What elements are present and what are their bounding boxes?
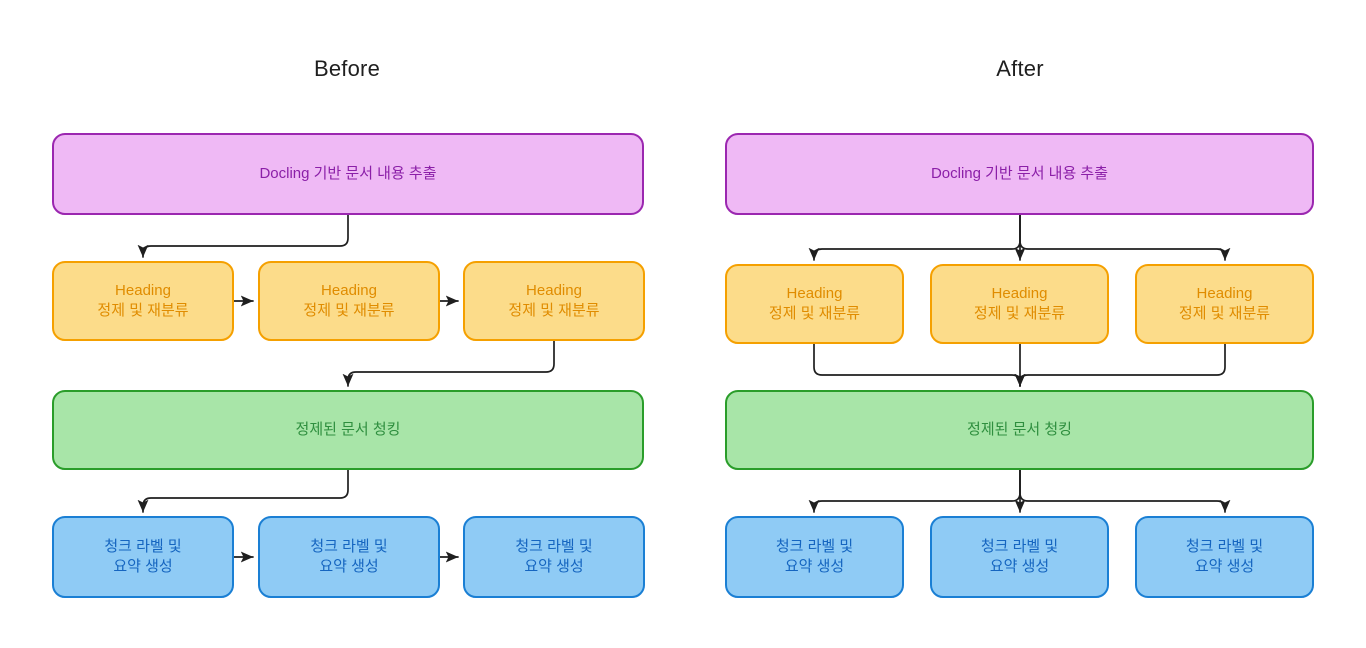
panel-title-after: After (996, 56, 1044, 81)
edge-b-heading3-to-chunking (342, 340, 555, 387)
node-before-docling-extract[interactable]: Docling 기반 문서 내용 추출 (52, 133, 644, 215)
node-before-heading-1[interactable]: Heading 정제 및 재분류 (52, 261, 234, 341)
node-after-chunk-label-1[interactable]: 청크 라벨 및 요약 생성 (725, 516, 904, 598)
edge-a-chunking-to-chunk1 (808, 469, 1021, 513)
node-after-heading-3[interactable]: Heading 정제 및 재분류 (1135, 264, 1314, 344)
node-before-heading-3[interactable]: Heading 정제 및 재분류 (463, 261, 645, 341)
edge-a-heading3-to-chunking (1014, 343, 1226, 387)
node-before-chunk-label-3[interactable]: 청크 라벨 및 요약 생성 (463, 516, 645, 598)
node-after-heading-1[interactable]: Heading 정제 및 재분류 (725, 264, 904, 344)
edge-b-extract-to-heading1 (137, 214, 349, 258)
node-after-chunk-label-3[interactable]: 청크 라벨 및 요약 생성 (1135, 516, 1314, 598)
edge-a-heading1-to-chunking (813, 343, 1026, 387)
node-after-chunking[interactable]: 정제된 문서 청킹 (725, 390, 1314, 470)
node-before-chunk-label-1[interactable]: 청크 라벨 및 요약 생성 (52, 516, 234, 598)
edge-a-chunking-to-chunk3 (1019, 469, 1231, 513)
node-before-heading-2[interactable]: Heading 정제 및 재분류 (258, 261, 440, 341)
edge-a-extract-to-heading1 (808, 214, 1021, 261)
node-before-chunking[interactable]: 정제된 문서 청킹 (52, 390, 644, 470)
node-after-chunk-label-2[interactable]: 청크 라벨 및 요약 생성 (930, 516, 1109, 598)
node-after-docling-extract[interactable]: Docling 기반 문서 내용 추출 (725, 133, 1314, 215)
edge-a-extract-to-heading3 (1019, 214, 1231, 261)
node-before-chunk-label-2[interactable]: 청크 라벨 및 요약 생성 (258, 516, 440, 598)
panel-title-before: Before (313, 56, 381, 81)
edge-b-chunking-to-chunk1 (137, 469, 349, 513)
node-after-heading-2[interactable]: Heading 정제 및 재분류 (930, 264, 1109, 344)
